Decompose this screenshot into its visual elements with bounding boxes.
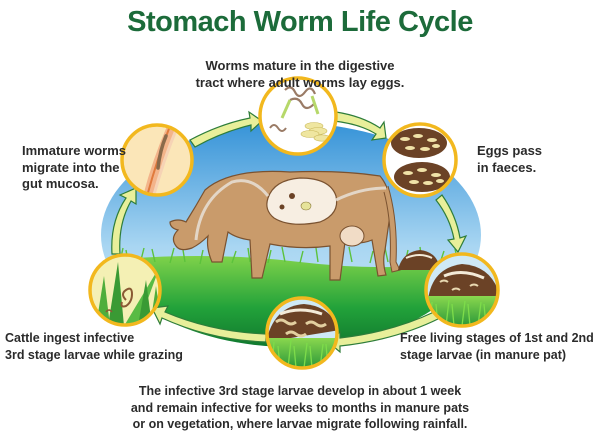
larvae-in-manure-pat-icon [426, 264, 498, 326]
worm-in-gut-mucosa-icon [142, 125, 178, 195]
eggs-in-dung-icon [391, 128, 450, 192]
stomach-cutaway [266, 177, 338, 225]
stage-label-gut-mucosa: Immature worms migrate into the gut muco… [22, 143, 127, 191]
stage-circle-infective-larvae [265, 296, 339, 370]
stage-circle-eggs-in-faeces [382, 122, 458, 198]
stage-label-digestive-tract: Worms mature in the digestive tract wher… [195, 58, 405, 90]
adult-worms-and-eggs-icon [269, 86, 331, 142]
diagram-title: Stomach Worm Life Cycle [127, 6, 473, 38]
stage-label-infective-larvae: The infective 3rd stage larvae develop i… [130, 384, 470, 431]
stage-circle-ingestion [88, 253, 162, 327]
stage-circle-free-living-larvae [424, 252, 500, 328]
stage-label-eggs-in-faeces: Eggs pass in faeces. [477, 143, 543, 175]
stage-label-free-living-larvae: Free living stages of 1st and 2nd stage … [400, 331, 594, 362]
stage-circle-digestive-tract [258, 76, 338, 156]
stage-circle-gut-mucosa [120, 123, 194, 197]
cow-illustration [169, 170, 440, 281]
stage-label-ingestion: Cattle ingest infective 3rd stage larvae… [5, 331, 183, 362]
